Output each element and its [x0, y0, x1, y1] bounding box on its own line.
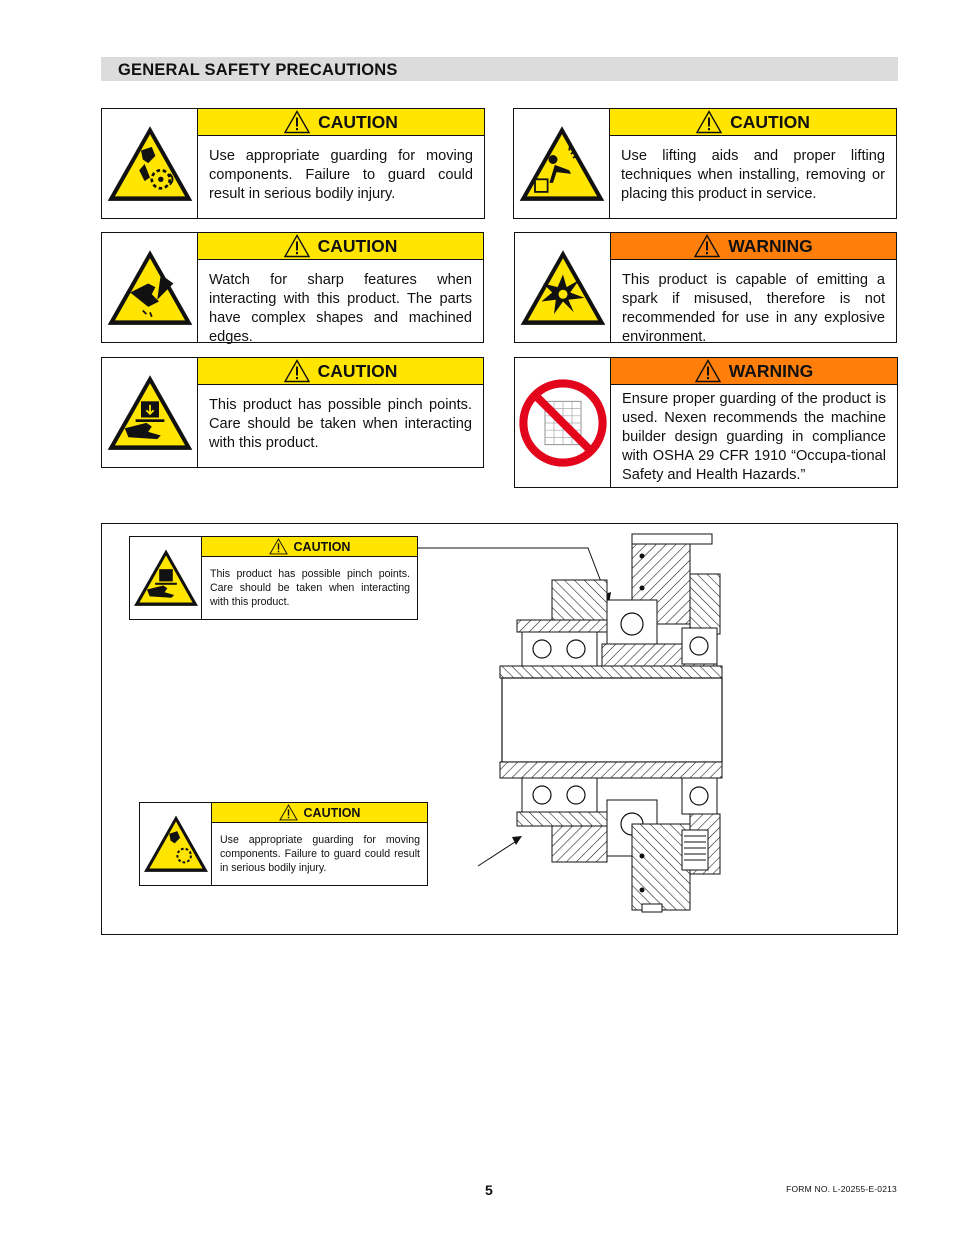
safety-sign-pinch-points: CAUTION This product has possible pinch … [101, 357, 484, 468]
sign-body-text: Use appropriate guarding for moving comp… [209, 148, 473, 202]
alert-triangle-icon [696, 110, 722, 134]
sign-header-label: CAUTION [730, 111, 810, 132]
sign-body-text: Ensure proper guarding of the product is… [622, 391, 886, 483]
sign-header: WARNING [611, 233, 896, 260]
pinch-point-hazard-icon [130, 537, 202, 619]
page-number: 5 [485, 1182, 493, 1198]
sign-body-text: Use lifting aids and proper lifting tech… [621, 148, 885, 202]
alert-triangle-icon [695, 359, 721, 383]
sign-header: CAUTION [212, 803, 427, 823]
moving-parts-hazard-icon [102, 109, 198, 218]
safety-sign-sharp-features: CAUTION Watch for sharp features when in… [101, 232, 484, 345]
sign-header-label: WARNING [728, 235, 813, 256]
alert-triangle-icon [284, 110, 310, 134]
diagram-callout-guarding: CAUTION Use appropriate guarding for mov… [139, 802, 428, 886]
sign-header-label: CAUTION [293, 539, 351, 554]
sign-header: CAUTION [202, 537, 417, 557]
sign-header-label: CAUTION [318, 111, 398, 132]
sign-body-text: This product is capable of emitting a sp… [622, 272, 885, 345]
sign-header: CAUTION [198, 233, 483, 260]
safety-sign-lifting: CAUTION Use lifting aids and proper lift… [513, 108, 897, 219]
sign-header-label: WARNING [728, 360, 814, 381]
sign-header: CAUTION [610, 109, 896, 136]
alert-triangle-icon [284, 359, 310, 383]
lifting-hazard-icon [514, 109, 610, 218]
sign-body-text: This product has possible pinch points. … [209, 397, 472, 451]
sign-body-text: Watch for sharp features when interactin… [209, 272, 472, 345]
sign-header: CAUTION [198, 109, 484, 136]
sign-header: WARNING [611, 358, 897, 385]
sign-header-label: CAUTION [317, 235, 398, 256]
pinch-point-hazard-icon [102, 358, 198, 467]
clutch-diagram-frame: CAUTION This product has possible pinch … [101, 523, 898, 935]
safety-sign-spark-warning: WARNING This product is capable of emitt… [514, 232, 897, 345]
sign-header: CAUTION [198, 358, 483, 385]
alert-triangle-icon [694, 234, 720, 258]
safety-sign-guarding-warning: WARNING Ensure proper guarding of the pr… [514, 357, 898, 488]
explosion-hazard-icon [515, 233, 611, 342]
cut-hand-hazard-icon [102, 233, 198, 342]
clutch-cross-section-drawing [418, 533, 723, 913]
sign-body-text: Use appropriate guarding for moving comp… [220, 834, 420, 874]
sign-header-label: CAUTION [303, 805, 361, 820]
sign-body-text: This product has possible pinch points. … [210, 568, 410, 608]
section-header-bar: GENERAL SAFETY PRECAUTIONS [101, 57, 898, 81]
diagram-callout-pinch-points: CAUTION This product has possible pinch … [129, 536, 418, 620]
moving-parts-hazard-icon [140, 803, 212, 885]
alert-triangle-icon [284, 234, 310, 258]
no-guard-removal-icon [515, 358, 611, 487]
safety-sign-moving-components: CAUTION Use appropriate guarding for mov… [101, 108, 485, 219]
section-title: GENERAL SAFETY PRECAUTIONS [118, 61, 398, 79]
sign-header-label: CAUTION [317, 360, 398, 381]
form-number: FORM NO. L-20255-E-0213 [786, 1184, 897, 1194]
